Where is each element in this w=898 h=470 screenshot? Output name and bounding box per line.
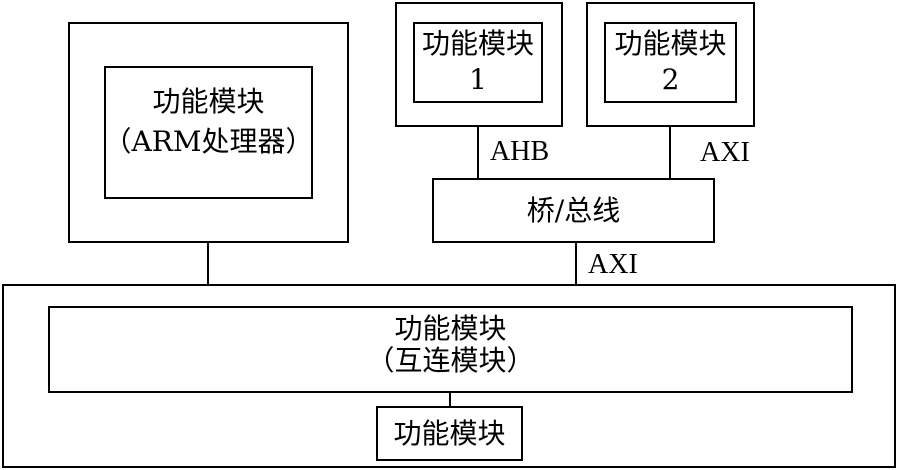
- arm-module-title: 功能模块: [152, 85, 265, 118]
- arm-connector: [207, 242, 209, 285]
- module-2-title: 功能模块: [614, 27, 727, 60]
- bridge-bus: 桥/总线: [432, 178, 715, 243]
- module-1-frame: [395, 2, 563, 127]
- module-2: 功能模块 2: [604, 22, 737, 103]
- bridge-connector: [575, 242, 577, 285]
- bottom-connector: [449, 392, 451, 407]
- module-1-number: 1: [469, 63, 487, 96]
- interconnect-subtitle: （互连模块）: [366, 344, 535, 377]
- arm-module-subtitle: （ARM处理器）: [103, 125, 314, 158]
- ahb-label: AHB: [490, 136, 550, 167]
- bottom-module-title: 功能模块: [393, 416, 506, 450]
- axi-top-connector: [669, 126, 671, 179]
- arm-module: 功能模块 （ARM处理器）: [103, 66, 314, 199]
- interconnect-title: 功能模块: [394, 312, 507, 345]
- axi-bottom-label: AXI: [588, 249, 638, 280]
- module-2-number: 2: [661, 63, 680, 96]
- axi-top-label: AXI: [700, 137, 750, 168]
- ahb-connector: [477, 126, 479, 179]
- bottom-module: 功能模块: [376, 406, 523, 461]
- system-frame: [2, 284, 896, 468]
- module-1: 功能模块 1: [413, 22, 543, 103]
- bridge-label: 桥/总线: [526, 193, 621, 227]
- interconnect-module: 功能模块 （互连模块）: [48, 306, 853, 393]
- module-1-title: 功能模块: [421, 27, 534, 60]
